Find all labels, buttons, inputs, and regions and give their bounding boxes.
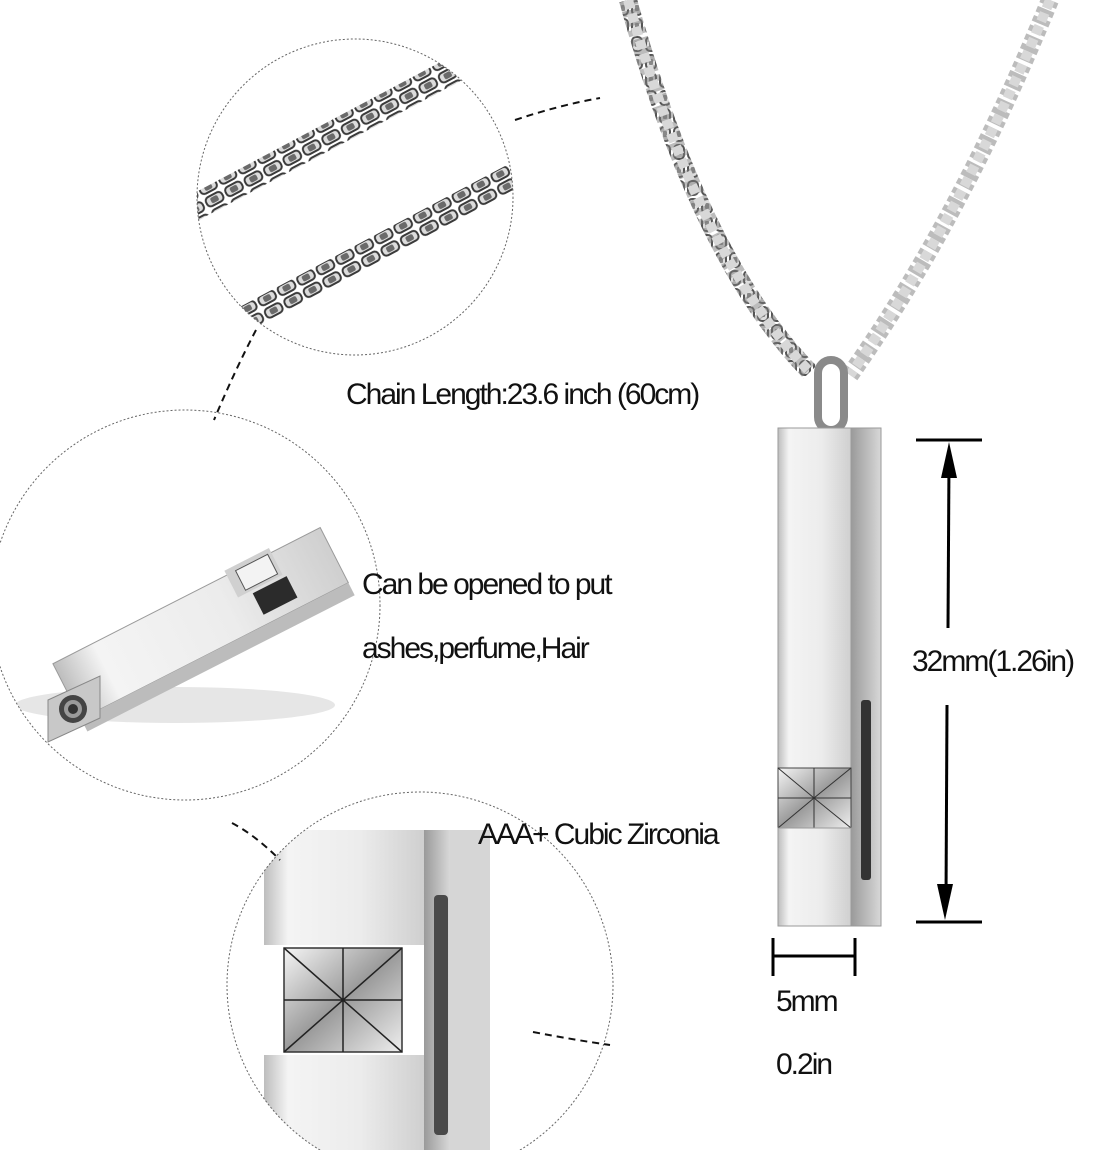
- openable-label-line1: Can be opened to put: [362, 568, 613, 601]
- width-dimension-marker: [771, 938, 857, 976]
- connector-lines: [213, 97, 611, 1046]
- necklace-chain: [619, 0, 1059, 381]
- width-mm-label: 5mm: [776, 985, 839, 1018]
- zirconia-detail-circle: [226, 791, 614, 1150]
- pendant-bail: [814, 356, 848, 434]
- height-dimension-arrow: [916, 438, 982, 924]
- chain-detail-circle: [196, 38, 514, 356]
- chain-length-label: Chain Length:23.6 inch (60cm): [346, 378, 700, 411]
- pendant-bar: [777, 427, 882, 927]
- pendant-open-detail-circle: [0, 409, 381, 801]
- cubic-zirconia-label: AAA+ Cubic Zirconia: [478, 818, 720, 851]
- openable-label-line2: ashes,perfume,Hair: [362, 632, 590, 665]
- height-dimension-label: 32mm(1.26in): [912, 645, 1075, 678]
- width-in-label: 0.2in: [776, 1048, 833, 1081]
